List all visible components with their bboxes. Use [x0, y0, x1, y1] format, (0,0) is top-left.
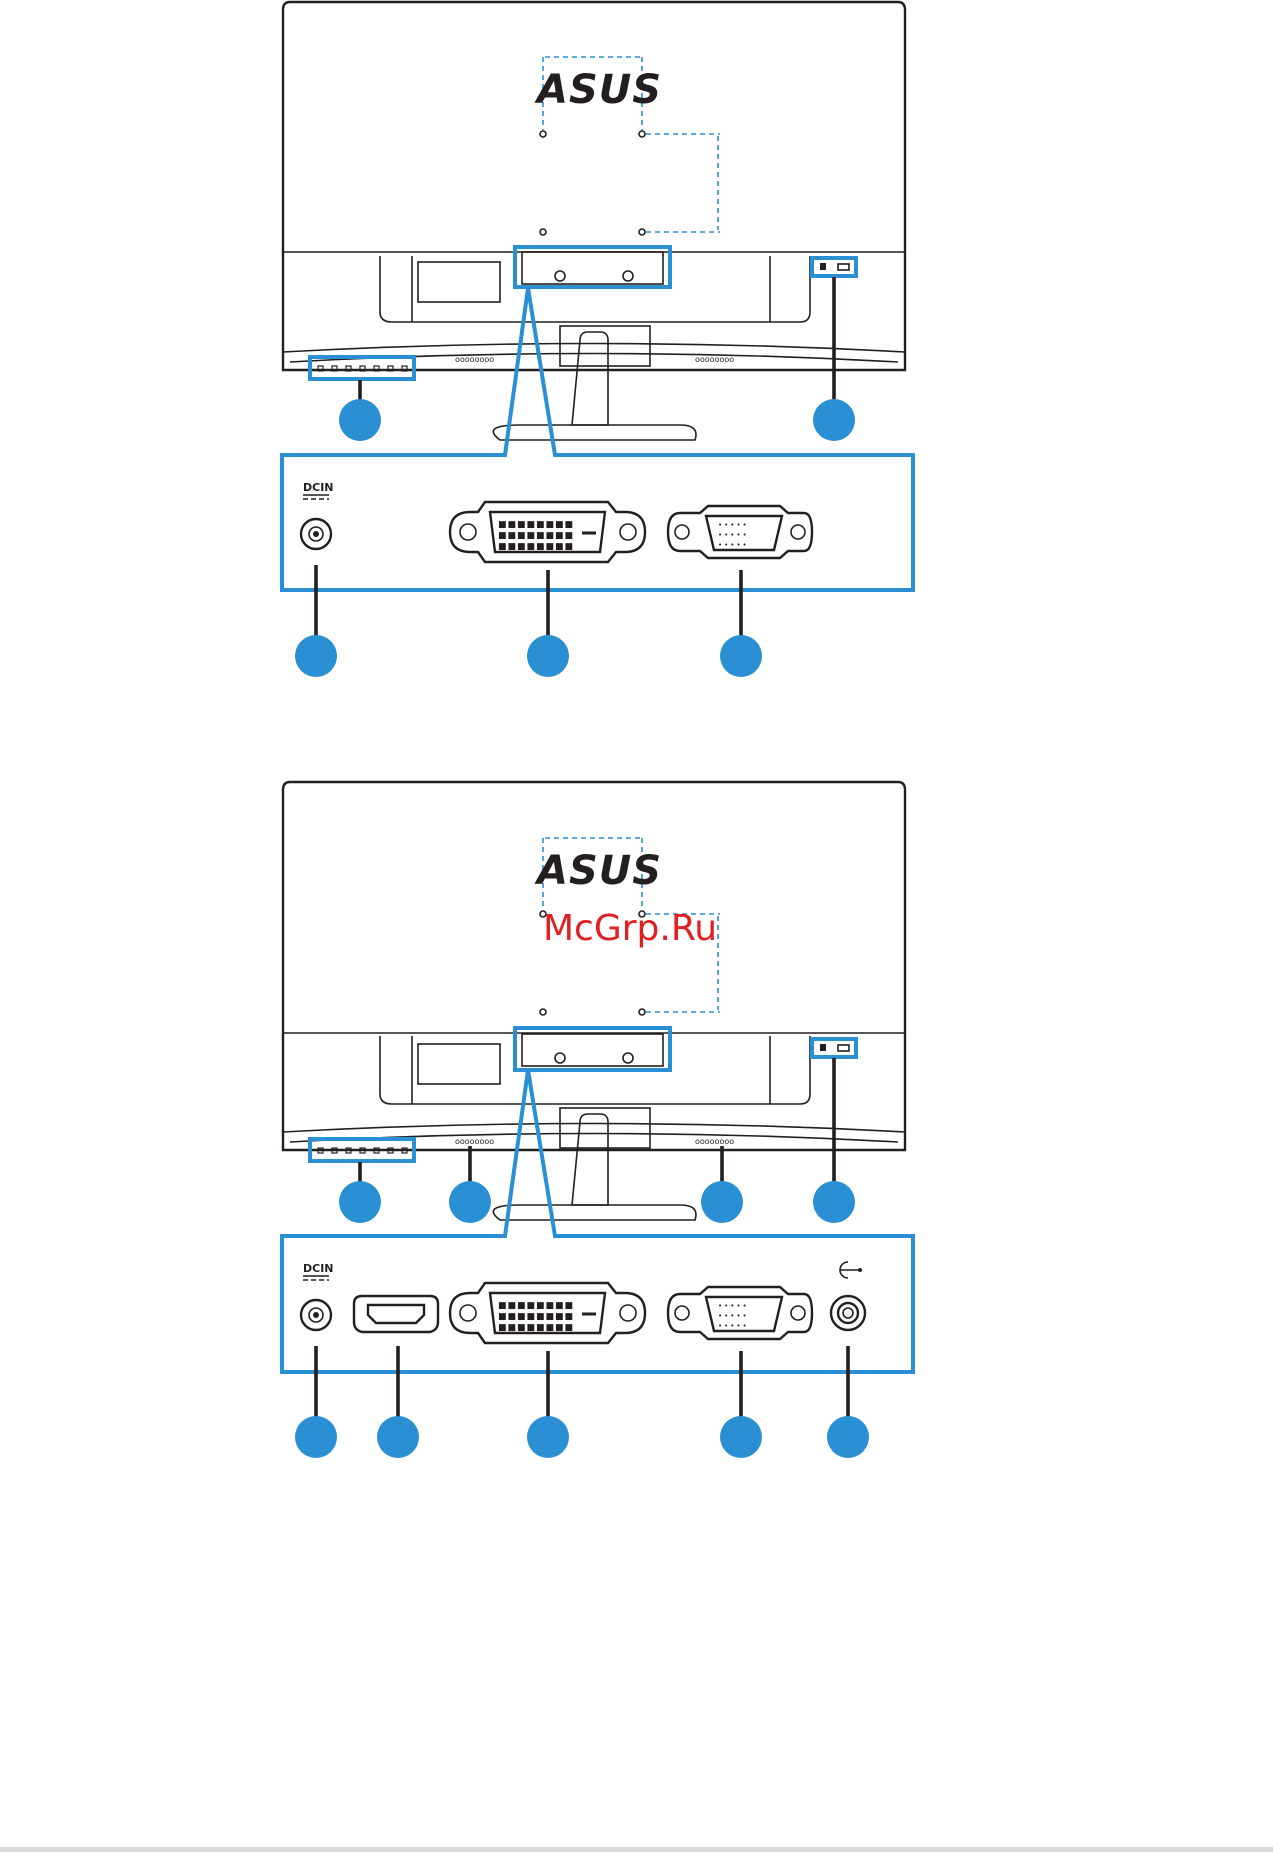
- asus-logo: ASUS: [534, 67, 662, 113]
- callout-vga: [720, 1416, 762, 1458]
- dc-in-port: [301, 1300, 331, 1330]
- svg-text:■■■■■■■■: ■■■■■■■■: [498, 1312, 574, 1322]
- audio-in-port: [831, 1296, 865, 1330]
- svg-text:•••••: •••••: [718, 531, 749, 539]
- callout-dvi: [527, 1416, 569, 1458]
- audio-in-icon: [840, 1262, 862, 1278]
- svg-text:oooooooo: oooooooo: [695, 355, 734, 364]
- callout-dvi: [527, 635, 569, 677]
- watermark: McGrp.Ru: [543, 908, 717, 949]
- page-footer-bar: [0, 1847, 1273, 1852]
- asus-logo: ASUS: [534, 848, 662, 894]
- svg-text:•••••: •••••: [718, 521, 749, 529]
- svg-text:•••••: •••••: [718, 1322, 749, 1330]
- vga-port: ••••• ••••• •••••: [668, 1287, 812, 1339]
- dvi-port: ■■■■■■■■ ■■■■■■■■ ■■■■■■■■: [450, 502, 645, 562]
- diagram-2: oooooooo oooooooo ASUS McGrp.Ru: [282, 782, 913, 1458]
- callout-vga: [720, 635, 762, 677]
- svg-text:■■■■■■■■: ■■■■■■■■: [498, 1301, 574, 1311]
- callout-speaker-left: [449, 1181, 491, 1223]
- callout-kensington-lock: [813, 399, 855, 441]
- svg-text:■■■■■■■■: ■■■■■■■■: [498, 542, 574, 552]
- diagram-1: oooooooo oooooooo ASUS: [282, 2, 913, 677]
- dc-in-label: DCIN: [303, 481, 334, 494]
- speaker-left: oooooooo: [455, 1137, 494, 1146]
- svg-text:oooooooo: oooooooo: [455, 355, 494, 364]
- dvi-port: ■■■■■■■■ ■■■■■■■■ ■■■■■■■■: [450, 1283, 645, 1343]
- callout-audio-in: [827, 1416, 869, 1458]
- callout-dc-in: [295, 1416, 337, 1458]
- hdmi-port: [354, 1296, 438, 1332]
- callout-dc-in: [295, 635, 337, 677]
- svg-text:•••••: •••••: [718, 1302, 749, 1310]
- svg-text:oooooooo: oooooooo: [455, 1137, 494, 1146]
- vent-right: oooooooo: [695, 355, 734, 364]
- svg-text:oooooooo: oooooooo: [695, 1137, 734, 1146]
- svg-text:■■■■■■■■: ■■■■■■■■: [498, 520, 574, 530]
- dc-in-port: [301, 519, 331, 549]
- svg-text:•••••: •••••: [718, 1312, 749, 1320]
- vent-left: oooooooo: [455, 355, 494, 364]
- callout-control-buttons: [339, 1181, 381, 1223]
- callout-kensington-lock: [813, 1181, 855, 1223]
- svg-text:•••••: •••••: [718, 541, 749, 549]
- callout-control-buttons: [339, 399, 381, 441]
- dc-in-label: DCIN: [303, 1262, 334, 1275]
- speaker-right: oooooooo: [695, 1137, 734, 1146]
- svg-text:■■■■■■■■: ■■■■■■■■: [498, 1323, 574, 1333]
- callout-speaker-right: [701, 1181, 743, 1223]
- callout-hdmi: [377, 1416, 419, 1458]
- vga-port: ••••• ••••• •••••: [668, 506, 812, 558]
- svg-text:■■■■■■■■: ■■■■■■■■: [498, 531, 574, 541]
